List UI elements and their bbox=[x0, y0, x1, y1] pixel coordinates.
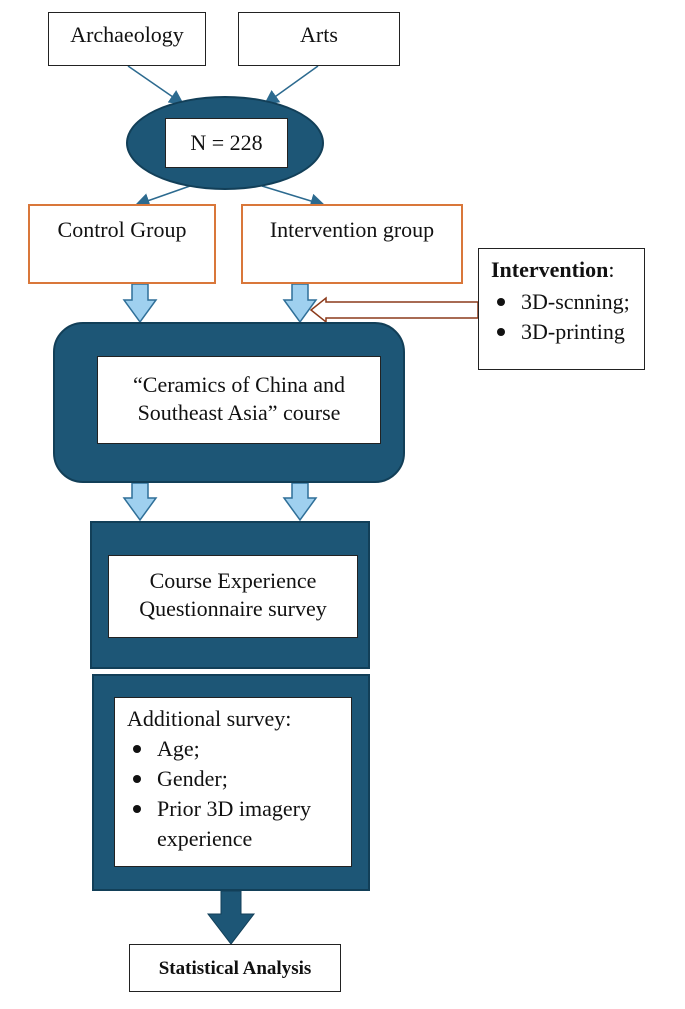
archaeology-box: Archaeology bbox=[48, 12, 206, 66]
ceq-line-1: Course Experience bbox=[149, 568, 317, 593]
hollow-arrow-intervention bbox=[309, 296, 479, 324]
course-line-1: “Ceramics of China and bbox=[133, 372, 345, 397]
intervention-title: Intervention bbox=[491, 257, 609, 282]
list-item: 3D-scnning; bbox=[491, 287, 644, 317]
arrow-sample-to-intervention bbox=[261, 185, 326, 209]
arts-box: Arts bbox=[238, 12, 400, 66]
statistical-analysis-box: Statistical Analysis bbox=[129, 944, 341, 992]
list-item: Gender; bbox=[127, 764, 345, 794]
ceq-box: Course Experience Questionnaire survey bbox=[108, 555, 358, 638]
archaeology-label: Archaeology bbox=[70, 22, 184, 47]
ceq-line-2: Questionnaire survey bbox=[139, 596, 327, 621]
block-arrow-course-to-ceq-left bbox=[122, 482, 158, 522]
additional-list: Age; Gender; Prior 3D imagery experience bbox=[127, 734, 345, 854]
intervention-colon: : bbox=[608, 257, 615, 282]
additional-title: Additional survey: bbox=[127, 706, 292, 731]
course-line-2: Southeast Asia” course bbox=[137, 400, 341, 425]
intervention-group-box: Intervention group bbox=[241, 204, 463, 284]
dark-arrow-to-statistical bbox=[206, 890, 256, 945]
additional-box: Additional survey: Age; Gender; Prior 3D… bbox=[114, 697, 352, 867]
arrow-arts-to-sample bbox=[263, 65, 319, 105]
list-item: Age; bbox=[127, 734, 345, 764]
arrow-archaeology-to-sample bbox=[127, 65, 185, 105]
block-arrow-control-to-course bbox=[122, 283, 158, 324]
control-group-box: Control Group bbox=[28, 204, 216, 284]
block-arrow-course-to-ceq-right bbox=[282, 482, 318, 522]
list-item: 3D-printing bbox=[491, 317, 644, 347]
course-box: “Ceramics of China and Southeast Asia” c… bbox=[97, 356, 381, 444]
intervention-heading: Intervention: bbox=[491, 255, 644, 285]
intervention-detail-box: Intervention: 3D-scnning; 3D-printing bbox=[478, 248, 645, 370]
intervention-list: 3D-scnning; 3D-printing bbox=[491, 287, 644, 347]
list-item: Prior 3D imagery experience bbox=[127, 794, 342, 854]
intervention-group-label: Intervention group bbox=[269, 217, 435, 242]
sample-label: N = 228 bbox=[190, 130, 263, 155]
control-group-label: Control Group bbox=[57, 217, 187, 242]
arrow-sample-to-control bbox=[134, 185, 191, 208]
sample-box: N = 228 bbox=[165, 118, 288, 168]
statistical-analysis-label: Statistical Analysis bbox=[158, 958, 312, 979]
arts-label: Arts bbox=[300, 22, 338, 47]
block-arrow-intervention-to-course bbox=[282, 283, 318, 324]
